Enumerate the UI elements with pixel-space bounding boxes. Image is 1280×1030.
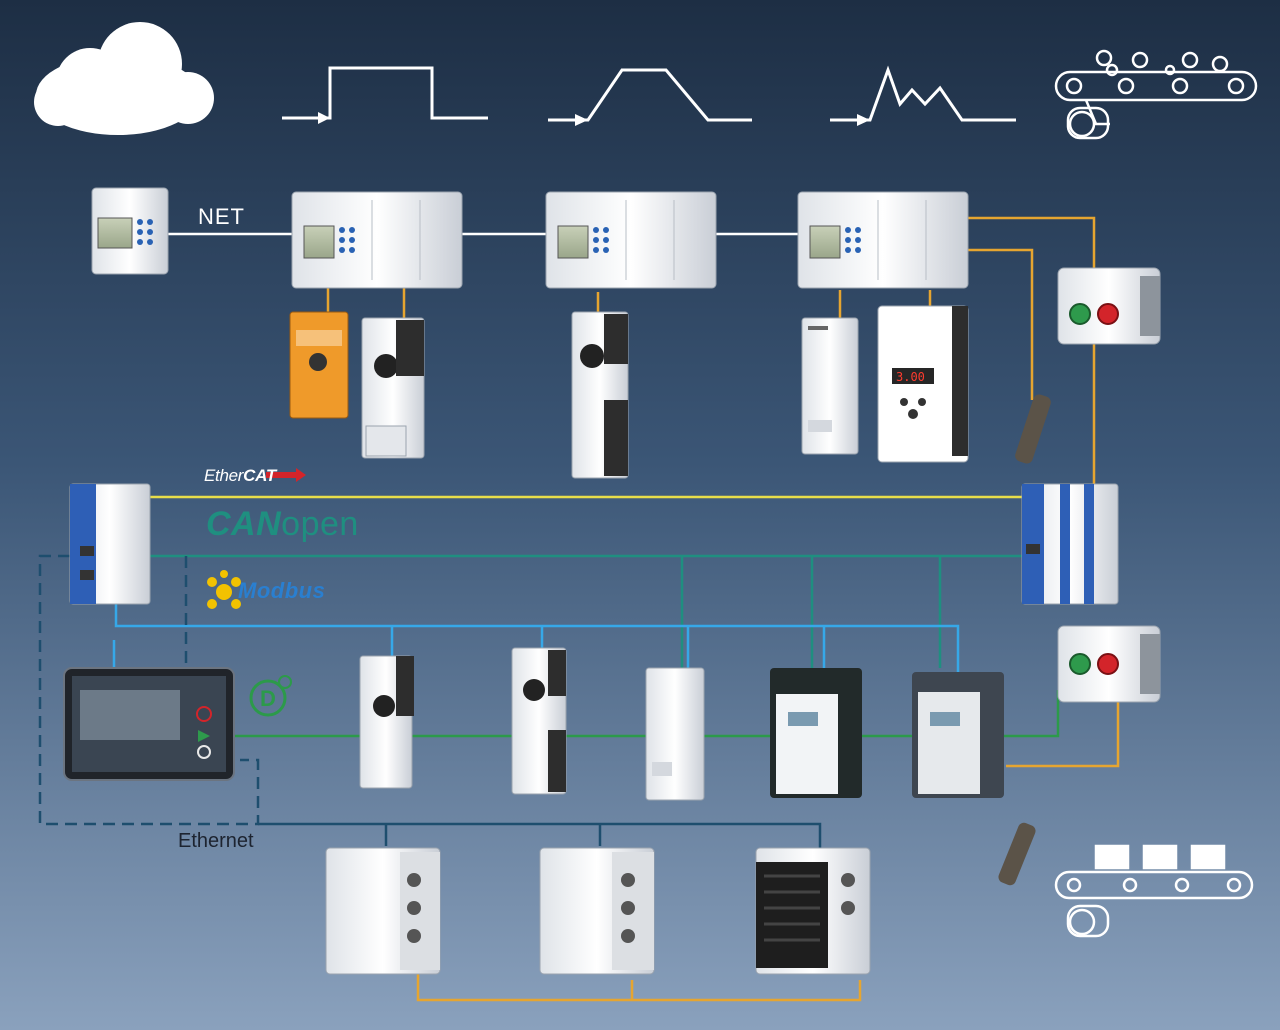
- decentral-drive-3: [755, 847, 871, 975]
- easy-relay-1: [291, 191, 463, 289]
- small-easy-relay: [91, 187, 169, 275]
- orange-safety-relay: [289, 311, 349, 419]
- motor-starter-3: [359, 655, 414, 789]
- decentral-drive-2: [539, 847, 655, 975]
- ethercat-arrow-icon: [266, 468, 306, 482]
- step-signal-icon: [282, 66, 488, 124]
- dc1-drive-bottom: [645, 667, 705, 801]
- svg-text:D: D: [260, 686, 276, 711]
- de1-drive-grey: [912, 672, 1004, 798]
- dt-logo-icon: D: [249, 675, 292, 717]
- ethernet-lines: [38, 554, 822, 850]
- hmi-touch-panel: [63, 667, 235, 781]
- svg-text:3.00: 3.00: [896, 370, 925, 384]
- easy-relay-3: [797, 191, 969, 289]
- modbus-label: Modbus: [238, 578, 326, 603]
- de1-drive-dark: [770, 668, 862, 798]
- decentral-drive-1: [325, 847, 441, 975]
- proximity-sensor-bottom: [998, 822, 1036, 886]
- push-button-box-bottom: [1057, 625, 1161, 703]
- conveyor-icon: [1054, 49, 1258, 140]
- ethernet-label: Ethernet: [178, 830, 254, 852]
- ethercat-label-a: Ether: [204, 466, 244, 485]
- easy-relay-2: [545, 191, 717, 289]
- ethercat-logo: EtherCAT: [204, 466, 276, 486]
- dc1-drive-keypad: 3.00: [877, 305, 969, 463]
- motor-starter-1: [361, 317, 425, 459]
- modbus-lines: [112, 604, 960, 672]
- conveyor-boxes-icon: [1054, 844, 1254, 938]
- canopen-lines: [150, 554, 1030, 668]
- dc1-drive-top: [801, 317, 859, 455]
- motor-starter-4: [511, 647, 567, 795]
- proximity-sensor-top: [1015, 394, 1051, 464]
- canopen-label-b: open: [281, 505, 359, 543]
- io-lines: [326, 216, 1120, 1002]
- canopen-logo: CANopen: [206, 505, 359, 544]
- ethercat-label-b: CAT: [243, 466, 276, 485]
- io-module-left: [69, 483, 151, 605]
- io-module-right: [1021, 483, 1119, 605]
- ramp-signal-icon: [548, 68, 752, 126]
- peak-signal-icon: [830, 65, 1016, 126]
- canopen-label-a: CAN: [206, 505, 282, 543]
- cloud-icon: [34, 22, 214, 135]
- net-label: NET: [198, 204, 245, 229]
- motor-starter-2: [571, 311, 629, 479]
- modbus-logo-icon: [207, 570, 241, 609]
- push-button-box-top: [1057, 267, 1161, 345]
